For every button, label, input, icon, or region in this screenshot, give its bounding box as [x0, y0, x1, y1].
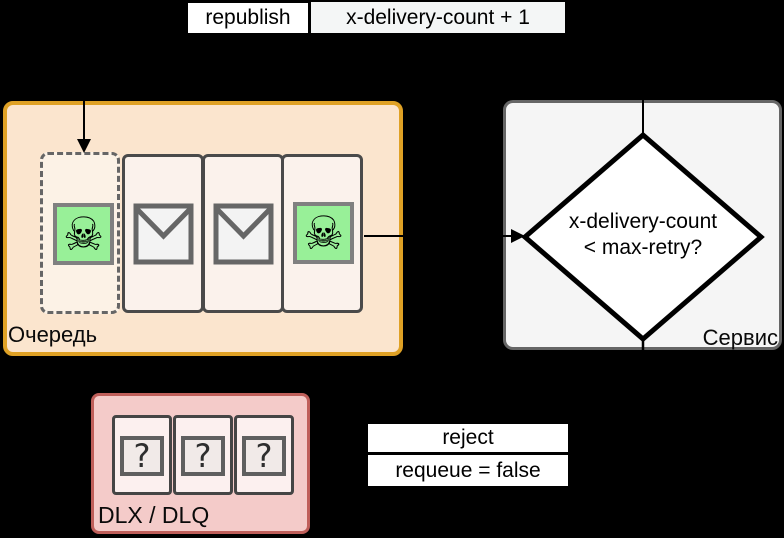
- poison-message[interactable]: ☠: [293, 202, 354, 264]
- decision-question: x-delivery-count < max-retry?: [523, 209, 763, 261]
- envelope-icon: [213, 203, 274, 265]
- unknown-message-icon: ?: [181, 436, 225, 476]
- skull-icon: ☠: [62, 207, 105, 261]
- requeue-edge-label: requeue = false: [368, 455, 568, 486]
- unknown-message-icon: ?: [120, 436, 164, 476]
- decision-line-1: x-delivery-count: [568, 210, 718, 233]
- dlx-label: DLX / DLQ: [98, 502, 210, 528]
- skull-icon: ☠: [302, 206, 345, 260]
- service-label: Сервис: [702, 325, 778, 350]
- republish-count-label: x-delivery-count + 1: [311, 2, 565, 33]
- decision-line-2: < max-retry?: [583, 236, 703, 259]
- envelope-icon: [133, 203, 194, 265]
- reject-edge-label: reject: [368, 424, 568, 452]
- queue-label: Очередь: [8, 322, 98, 347]
- arrowhead-left: [310, 446, 324, 461]
- unknown-message-icon: ?: [242, 436, 286, 476]
- poison-message-ghost[interactable]: ☠: [53, 203, 114, 265]
- republish-edge-label: republish: [188, 3, 308, 33]
